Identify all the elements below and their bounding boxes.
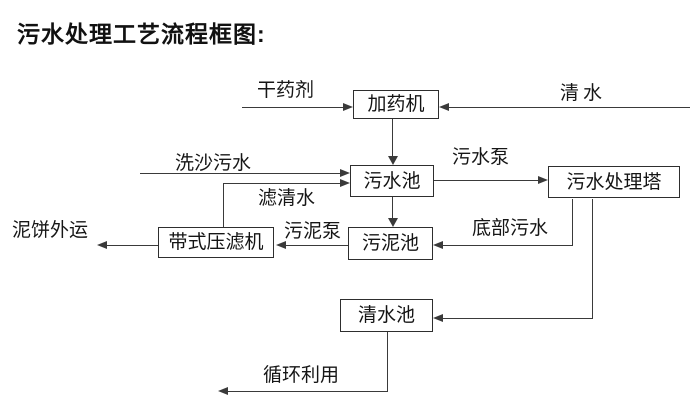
label-sewage-pump: 污水泵 bbox=[452, 147, 510, 168]
connector-dosing-to-sewage-pool bbox=[392, 119, 393, 156]
label-recycle-use: 循环利用 bbox=[263, 365, 340, 386]
node-sludge-pool: 污泥池 bbox=[348, 227, 433, 260]
arrowhead-clean-water-icon bbox=[439, 103, 449, 111]
connector-clean-water bbox=[449, 107, 690, 108]
connector-bottom-sewage bbox=[443, 245, 573, 246]
arrowhead-bottom-sewage-icon bbox=[433, 241, 443, 249]
connector-tower-to-clean-pool-riser bbox=[592, 199, 593, 319]
node-clean-water-pool: 清水池 bbox=[340, 299, 433, 332]
label-dry-chemical: 干药剂 bbox=[257, 80, 315, 101]
connector-recycle-riser bbox=[387, 332, 388, 392]
connector-bottom-sewage-riser bbox=[572, 199, 573, 246]
arrowhead-mud-cake-outbound-icon bbox=[97, 241, 107, 249]
arrowhead-sewage-to-sludge-icon bbox=[388, 218, 398, 227]
connector-sewage-pump bbox=[434, 180, 538, 181]
connector-sludge-pump bbox=[286, 245, 348, 246]
label-bottom-sewage: 底部污水 bbox=[472, 218, 549, 239]
connector-sewage-to-sludge bbox=[392, 197, 393, 218]
page-title: 污水处理工艺流程框图: bbox=[17, 21, 266, 47]
label-filtered-water: 滤清水 bbox=[258, 188, 316, 209]
connector-filtered-water-riser bbox=[223, 183, 224, 227]
connector-tower-to-clean-pool bbox=[443, 318, 593, 319]
node-dosing-machine: 加药机 bbox=[353, 90, 439, 119]
connector-mud-cake-outbound bbox=[107, 245, 158, 246]
connector-filtered-water bbox=[223, 183, 340, 184]
arrowhead-filtered-water-icon bbox=[340, 179, 350, 187]
label-sludge-pump: 污泥泵 bbox=[284, 221, 342, 242]
arrowhead-dosing-to-sewage-pool-icon bbox=[388, 156, 398, 165]
arrowhead-sewage-pump-icon bbox=[538, 176, 548, 184]
connector-sand-wash-sewage bbox=[140, 173, 340, 174]
connector-recycle-use bbox=[228, 391, 388, 392]
arrowhead-sand-wash-sewage-icon bbox=[340, 169, 350, 177]
label-mud-cake-outbound: 泥饼外运 bbox=[12, 220, 89, 241]
arrowhead-sludge-pump-icon bbox=[276, 241, 286, 249]
arrowhead-recycle-use-icon bbox=[218, 387, 228, 395]
node-belt-filter-press: 带式压滤机 bbox=[158, 227, 274, 258]
arrowhead-dry-chemical-icon bbox=[343, 103, 353, 111]
connector-dry-chemical bbox=[242, 107, 343, 108]
node-sewage-pool: 污水池 bbox=[350, 165, 434, 197]
label-clean-water: 清水 bbox=[560, 83, 607, 104]
arrowhead-tower-to-clean-pool-icon bbox=[433, 314, 443, 322]
label-sand-wash-sewage: 洗沙污水 bbox=[175, 153, 252, 174]
node-sewage-treatment-tower: 污水处理塔 bbox=[548, 166, 680, 198]
